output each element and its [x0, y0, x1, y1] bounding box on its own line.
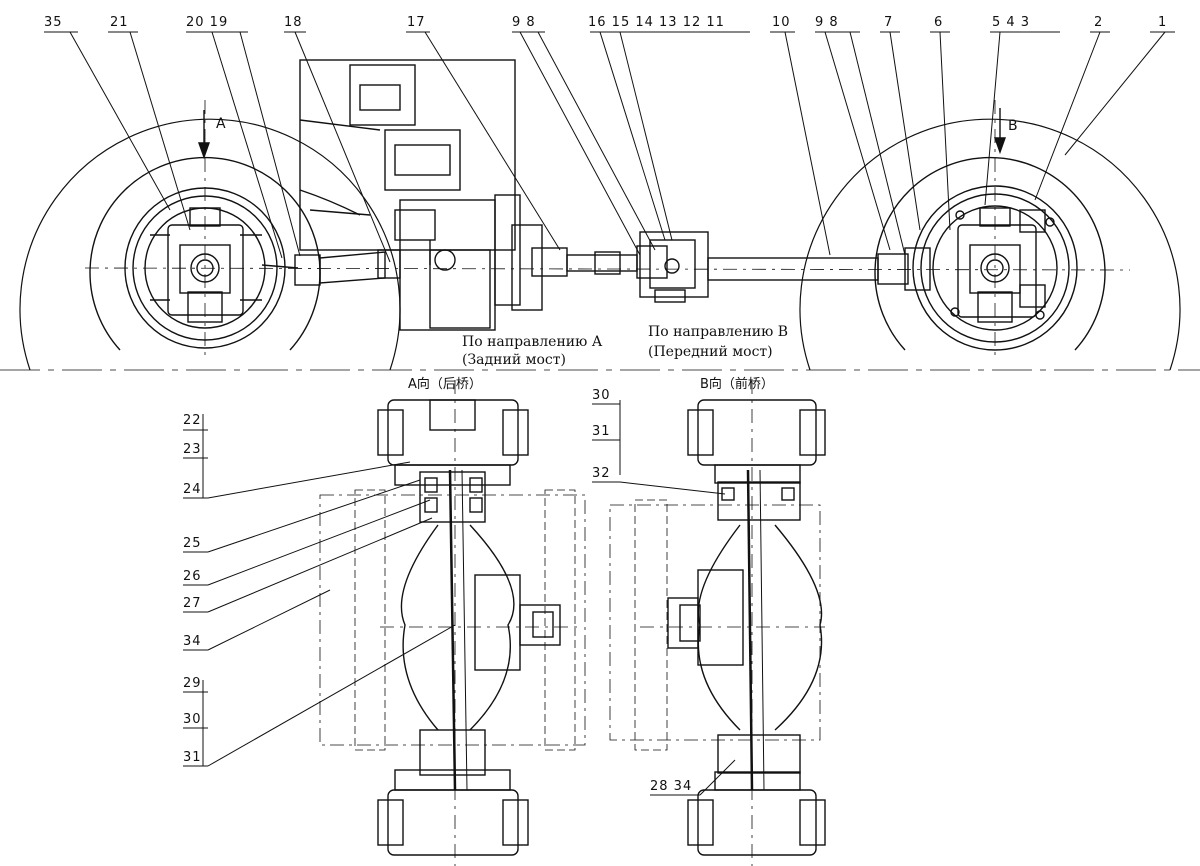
center-propeller-shaft	[531, 245, 668, 279]
callout-27: 27	[183, 596, 202, 611]
callout-9-8-front: 9 8	[815, 15, 839, 30]
view-arrow-a-label: A	[216, 116, 226, 132]
callout-23: 23	[183, 442, 202, 457]
callout-9-8-rear: 9 8	[512, 15, 536, 30]
view-title-rear: A向（后桥）	[408, 377, 482, 392]
callout-21: 21	[110, 15, 129, 30]
callout-16-11: 16 15 14 13 12 11	[588, 15, 725, 30]
callout-18: 18	[284, 15, 303, 30]
callout-31-front: 31	[592, 424, 611, 439]
callout-26: 26	[183, 569, 202, 584]
caption-rear-line2: (Задний мост)	[462, 352, 566, 368]
view-arrow-b-label: B	[1008, 118, 1018, 134]
top-leaders	[44, 31, 1175, 263]
callout-20-19: 20 19	[186, 15, 229, 30]
callout-5-4-3: 5 4 3	[992, 15, 1031, 30]
callout-34: 34	[183, 634, 202, 649]
callout-30: 30	[183, 712, 202, 727]
caption-rear-line1: По направлению А	[462, 334, 603, 350]
rear-axle-view	[319, 380, 586, 866]
caption-front-line1: По направлению В	[648, 324, 789, 340]
callout-35: 35	[44, 15, 63, 30]
callout-29: 29	[183, 676, 202, 691]
callout-31: 31	[183, 750, 202, 765]
view-title-front: B向（前桥）	[700, 377, 774, 392]
front-wheel	[799, 118, 1181, 371]
callout-30-front: 30	[592, 388, 611, 403]
caption-front-line2: (Передний мост)	[648, 344, 773, 360]
callout-2: 2	[1094, 15, 1104, 30]
callout-25: 25	[183, 536, 202, 551]
callout-22: 22	[183, 413, 202, 428]
callout-28-34: 28 34	[650, 779, 693, 794]
callout-7: 7	[884, 15, 894, 30]
callout-1: 1	[1158, 15, 1168, 30]
front-propeller-shaft	[707, 247, 931, 291]
transfer-case	[639, 231, 709, 303]
rear-propeller-shaft	[261, 249, 401, 286]
gearbox	[299, 59, 543, 331]
callout-10: 10	[772, 15, 791, 30]
rear-wheel	[19, 118, 401, 371]
left-leaders	[183, 414, 456, 767]
callout-6: 6	[934, 15, 944, 30]
callout-24: 24	[183, 482, 202, 497]
right-leaders	[592, 400, 736, 796]
front-axle-view	[609, 380, 826, 866]
callout-17: 17	[407, 15, 426, 30]
callout-32: 32	[592, 466, 611, 481]
